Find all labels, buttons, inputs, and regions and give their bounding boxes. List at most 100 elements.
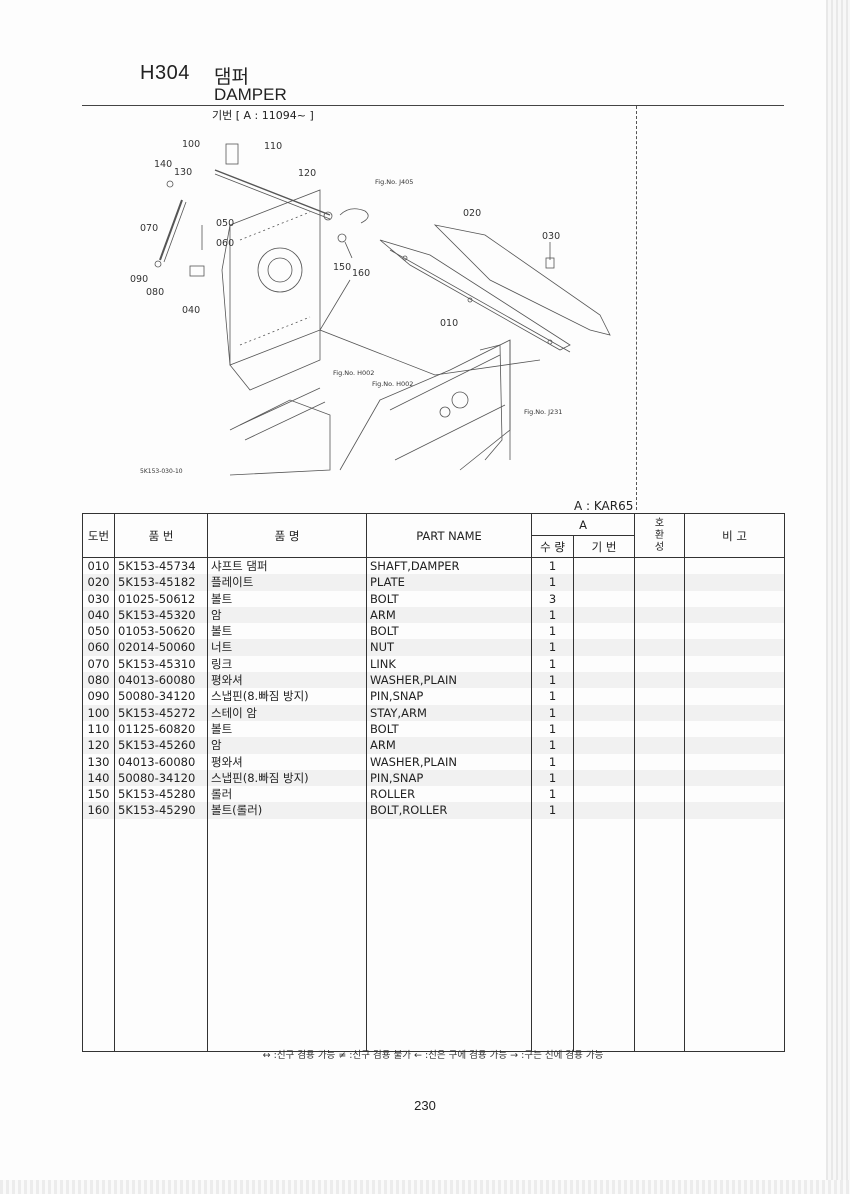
cell-no: 010 <box>82 557 115 575</box>
cell-empty <box>573 639 635 656</box>
cell-no: 060 <box>82 639 115 656</box>
cell-empty <box>634 720 685 738</box>
lower-frame-drawing <box>229 339 511 476</box>
cell-empty <box>573 753 635 770</box>
cell-qty: 1 <box>531 786 574 803</box>
cell-qty: 1 <box>531 574 574 591</box>
cell-empty <box>573 590 635 607</box>
cell-part-name: PIN,SNAP <box>366 769 532 787</box>
cell-empty <box>82 818 115 1052</box>
callout-130: 130 <box>174 167 192 178</box>
cell-name-ko: 링크 <box>207 655 367 673</box>
cell-qty: 1 <box>531 720 574 738</box>
header-part-no: 품 번 <box>114 513 208 558</box>
cell-part-no: 5K153-45320 <box>114 606 208 624</box>
callout-060: 060 <box>216 238 234 249</box>
cell-qty: 1 <box>531 639 574 656</box>
cell-empty <box>573 606 635 624</box>
cell-part-name: ARM <box>366 606 532 624</box>
interchange-legend: ↔ :신구 겸용 가능 ≠ :신구 겸용 불가 ← :신은 구에 겸용 가능 →… <box>262 1050 604 1061</box>
callout-140: 140 <box>154 159 172 170</box>
cell-empty <box>634 574 685 591</box>
callout-020: 020 <box>463 208 481 219</box>
serial-range: 기번 [ A : 11094~ ] <box>212 109 314 122</box>
cell-empty <box>684 688 785 705</box>
cell-part-no: 5K153-45260 <box>114 737 208 754</box>
cell-empty <box>684 623 785 640</box>
cell-empty <box>634 655 685 673</box>
callout-030: 030 <box>542 231 560 242</box>
cell-part-name: STAY,ARM <box>366 704 532 721</box>
callout-110: 110 <box>264 141 282 152</box>
cell-qty: 1 <box>531 606 574 624</box>
cell-part-no: 5K153-45734 <box>114 557 208 575</box>
cell-empty <box>684 818 785 1052</box>
cell-name-ko: 스냅핀(8.빠짐 방지) <box>207 769 367 787</box>
cell-part-name: ARM <box>366 737 532 754</box>
callout-160: 160 <box>352 268 370 279</box>
cell-part-name: BOLT <box>366 590 532 607</box>
cell-empty <box>684 557 785 575</box>
cell-part-no: 50080-34120 <box>114 688 208 705</box>
callout-010: 010 <box>440 318 458 329</box>
cell-empty <box>684 574 785 591</box>
table-filler-row <box>82 818 785 1052</box>
cell-qty: 1 <box>531 655 574 673</box>
cell-empty <box>634 802 685 819</box>
callout-120: 120 <box>298 168 316 179</box>
scan-edge-right <box>826 0 850 1194</box>
cell-name-ko: 롤러 <box>207 786 367 803</box>
cell-part-no: 5K153-45280 <box>114 786 208 803</box>
cell-part-name: ROLLER <box>366 786 532 803</box>
cell-empty <box>573 818 635 1052</box>
cell-empty <box>573 769 635 787</box>
cell-no: 130 <box>82 753 115 770</box>
cell-part-no: 01053-50620 <box>114 623 208 640</box>
cell-qty: 1 <box>531 557 574 575</box>
cell-part-name: BOLT <box>366 623 532 640</box>
cell-empty <box>114 818 208 1052</box>
cell-part-no: 5K153-45272 <box>114 704 208 721</box>
cell-empty <box>684 639 785 656</box>
cell-empty <box>573 786 635 803</box>
cell-empty <box>634 737 685 754</box>
cell-part-no: 01125-60820 <box>114 720 208 738</box>
cell-empty <box>684 737 785 754</box>
cell-part-no: 01025-50612 <box>114 590 208 607</box>
cell-empty <box>684 753 785 770</box>
cell-part-name: WASHER,PLAIN <box>366 753 532 770</box>
cell-qty: 1 <box>531 769 574 787</box>
cell-name-ko: 암 <box>207 606 367 624</box>
parts-table: 도번 품 번 품 명 PART NAME A 호 환 성 비 고 수 량 기 번… <box>82 513 785 1052</box>
cell-part-name: LINK <box>366 655 532 673</box>
cell-part-no: 50080-34120 <box>114 769 208 787</box>
header-remarks: 비 고 <box>684 513 785 558</box>
cell-empty <box>366 818 532 1052</box>
scan-edge-bottom <box>0 1180 850 1194</box>
header-name-korean: 품 명 <box>207 513 367 558</box>
cell-part-no: 02014-50060 <box>114 639 208 656</box>
callout-090: 090 <box>130 274 148 285</box>
cell-empty <box>634 704 685 721</box>
section-title-korean: 댐퍼 <box>214 66 249 88</box>
cell-no: 140 <box>82 769 115 787</box>
cell-empty <box>573 623 635 640</box>
cell-qty: 3 <box>531 590 574 607</box>
cell-no: 090 <box>82 688 115 705</box>
cell-qty: 1 <box>531 704 574 721</box>
cell-part-no: 5K153-45310 <box>114 655 208 673</box>
cell-empty <box>684 769 785 787</box>
header-group-a: A <box>531 513 635 536</box>
damper-shaft-drawing <box>154 143 369 277</box>
cell-name-ko: 볼트 <box>207 720 367 738</box>
callout-150: 150 <box>333 262 351 273</box>
cell-no: 160 <box>82 802 115 819</box>
cell-no: 100 <box>82 704 115 721</box>
cell-name-ko: 볼트 <box>207 590 367 607</box>
